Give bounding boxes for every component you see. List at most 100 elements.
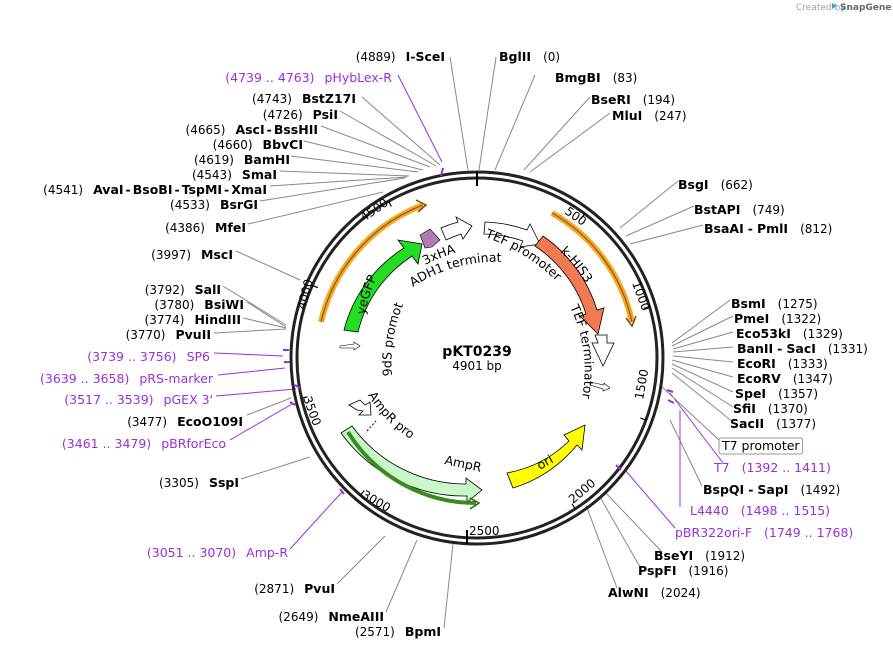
site-label-sali[interactable]: SalI(3792) <box>145 282 221 297</box>
right-site-labels: BglII(0) BmgBI(83) BseRI(194)MluI(247) BsgI… <box>499 49 868 600</box>
site-name: L4440 <box>690 503 729 518</box>
site-name: SfiI <box>733 401 756 416</box>
site-name: SacII <box>730 416 764 431</box>
site-name: BstZ17I <box>302 91 356 106</box>
site-name: PmlI <box>757 221 788 236</box>
site-label-alwni[interactable]: AlwNI (2024) <box>608 585 701 600</box>
site-position: (3639 .. 3658) <box>40 371 129 386</box>
site-label-bsgi[interactable]: BsgI(662) <box>678 177 753 192</box>
three-xha-arrow[interactable] <box>419 228 441 249</box>
site-label-mfei[interactable]: MfeI(4386) <box>165 220 246 235</box>
site-label-bseyi[interactable]: BseYI(1912) <box>654 548 745 563</box>
site-name: AlwNI <box>608 585 649 600</box>
site-label-ecoo109i[interactable]: EcoO109I(3477) <box>127 414 243 429</box>
site-name: Eco53kI <box>736 326 791 341</box>
site-label-t7-promoter[interactable]: T7 promoter <box>718 437 804 455</box>
ampr-promoter-arrow[interactable] <box>348 399 372 416</box>
site-label-pbr322ori-f[interactable]: pBR322ori-F(1749 .. 1768) <box>675 525 853 540</box>
site-label-avai[interactable]: XmaI - TspMI - BsoBI - AvaI(4541) <box>43 182 267 197</box>
site-position: (1331) <box>828 342 868 356</box>
site-position: (1322) <box>781 312 821 326</box>
site-name: T7 <box>713 460 730 475</box>
ori-arrow[interactable] <box>506 424 586 489</box>
promoter-marker-arrow[interactable] <box>339 341 361 351</box>
site-label-eco53ki[interactable]: Eco53kI(1329) <box>736 326 843 341</box>
site-label-sacii[interactable]: SacII(1377) <box>730 416 816 431</box>
site-label-bstz17i[interactable]: BstZ17I (4743) <box>252 91 356 106</box>
primer-leader-lines <box>213 74 724 550</box>
site-label-ecorv[interactable]: EcoRV(1347) <box>737 371 833 386</box>
site-label-phyblex-r[interactable]: pHybLex-R(4739 .. 4763) <box>225 70 392 85</box>
site-position: (2871) <box>254 582 294 596</box>
ori-label: ori <box>534 451 556 472</box>
site-label-asci[interactable]: BssHII - AscI(4665) <box>186 122 318 137</box>
adh1-terminator-arrow[interactable] <box>440 216 473 241</box>
site-label-pmei[interactable]: PmeI(1322) <box>734 311 821 326</box>
site-name: SpeI <box>735 386 766 401</box>
site-position: (2024) <box>661 586 701 600</box>
tick-label-4500: 4500 <box>358 195 391 224</box>
tef-promoter-arrow[interactable] <box>483 221 541 248</box>
yegfp-arrow[interactable] <box>343 239 423 333</box>
site-name: SalI <box>195 282 221 297</box>
site-label-pvui[interactable]: PvuI(2871) <box>254 581 335 596</box>
site-name: BspQI <box>703 482 744 497</box>
site-label-smai[interactable]: SmaI(4543) <box>192 167 277 182</box>
tef-terminator-arrow[interactable] <box>591 334 615 367</box>
site-label-msci[interactable]: MscI(3997) <box>151 247 233 262</box>
site-label-i-scei[interactable]: I-SceI(4889) <box>356 49 445 64</box>
name-separator: - <box>174 182 179 197</box>
site-label-amp-r[interactable]: Amp-R(3051 .. 3070) <box>147 545 288 560</box>
site-label-bsmi[interactable]: BsmI(1275) <box>731 296 818 311</box>
site-label-mlui[interactable]: MluI(247) <box>612 108 687 123</box>
site-label-nmeaiii[interactable]: NmeAIII(2649) <box>279 609 385 624</box>
site-label-bstapi[interactable]: BstAPI(749) <box>694 202 785 217</box>
site-label-sp6[interactable]: SP6(3739 .. 3756) <box>87 349 210 364</box>
site-position: (1492) <box>800 483 840 497</box>
site-label-bsaai[interactable]: BsaAI-PmlI(812) <box>704 221 832 236</box>
site-label-pgex-3-[interactable]: pGEX 3'(3517 .. 3539) <box>64 392 213 407</box>
site-label-banii[interactable]: BanII-SacI(1331) <box>737 341 868 356</box>
site-label-sfii[interactable]: SfiI (1370) <box>733 401 808 416</box>
site-position: (4541) <box>43 183 83 197</box>
site-label-t7[interactable]: T7(1392 .. 1411) <box>713 460 831 475</box>
site-name: MscI <box>201 247 233 262</box>
site-label-pspfi[interactable]: PspFI(1916) <box>638 563 728 578</box>
site-name: pRS-marker <box>139 371 214 386</box>
site-label-bsrgi[interactable]: BsrGI(4533) <box>170 197 258 212</box>
scale-tick <box>301 396 308 399</box>
credit-brand: SnapGene <box>840 3 891 13</box>
site-name: BssHII <box>274 122 318 137</box>
site-label-bspqi[interactable]: BspQI-SapI(1492) <box>703 482 840 497</box>
site-label-bmgbi[interactable]: BmgBI(83) <box>555 70 637 85</box>
site-position: (1749 .. 1768) <box>764 525 853 540</box>
site-name: SmaI <box>242 167 277 182</box>
site-label-bseri[interactable]: BseRI(194) <box>591 92 675 107</box>
site-label-sspi[interactable]: SspI(3305) <box>159 475 239 490</box>
site-label-spei[interactable]: SpeI(1357) <box>735 386 818 401</box>
site-position: (3305) <box>159 476 199 490</box>
site-position: (4743) <box>252 92 292 106</box>
site-label-pbrforeco[interactable]: pBRforEco(3461 .. 3479) <box>62 436 226 451</box>
site-label-l4440[interactable]: L4440(1498 .. 1515) <box>690 503 830 518</box>
site-position: (749) <box>752 203 784 217</box>
left-site-labels: I-SceI(4889) pHybLex-R(4739 .. 4763) BstZ1… <box>40 49 445 639</box>
site-position: (1370) <box>768 402 808 416</box>
site-label-bamhi[interactable]: BamHI(4619) <box>194 152 290 167</box>
site-label-bpmi[interactable]: BpmI(2571) <box>355 624 441 639</box>
k-his3-arrow[interactable] <box>534 235 605 335</box>
site-label-pvuii[interactable]: PvuII(3770) <box>126 327 211 342</box>
site-label-prs-marker[interactable]: pRS-marker (3639 .. 3658) <box>40 371 214 386</box>
feature-box <box>718 437 804 455</box>
site-label-psii[interactable]: PsiI(4726) <box>263 107 338 122</box>
site-label-ecori[interactable]: EcoRI(1333) <box>737 356 828 371</box>
snapgene-credit: Created by SnapGene <box>796 3 891 13</box>
site-label-bbvci[interactable]: BbvCI(4660) <box>213 137 303 152</box>
site-label-bglii[interactable]: BglII(0) <box>499 49 560 64</box>
site-name: PvuII <box>175 327 211 342</box>
site-label-hindiii[interactable]: HindIII(3774) <box>145 312 241 327</box>
site-label-bsiwi[interactable]: BsiWI(3780) <box>154 297 244 312</box>
site-name: TspMI <box>182 182 222 197</box>
scale-tick <box>580 213 586 219</box>
tef-terminator-marker-arrow[interactable] <box>589 381 611 392</box>
